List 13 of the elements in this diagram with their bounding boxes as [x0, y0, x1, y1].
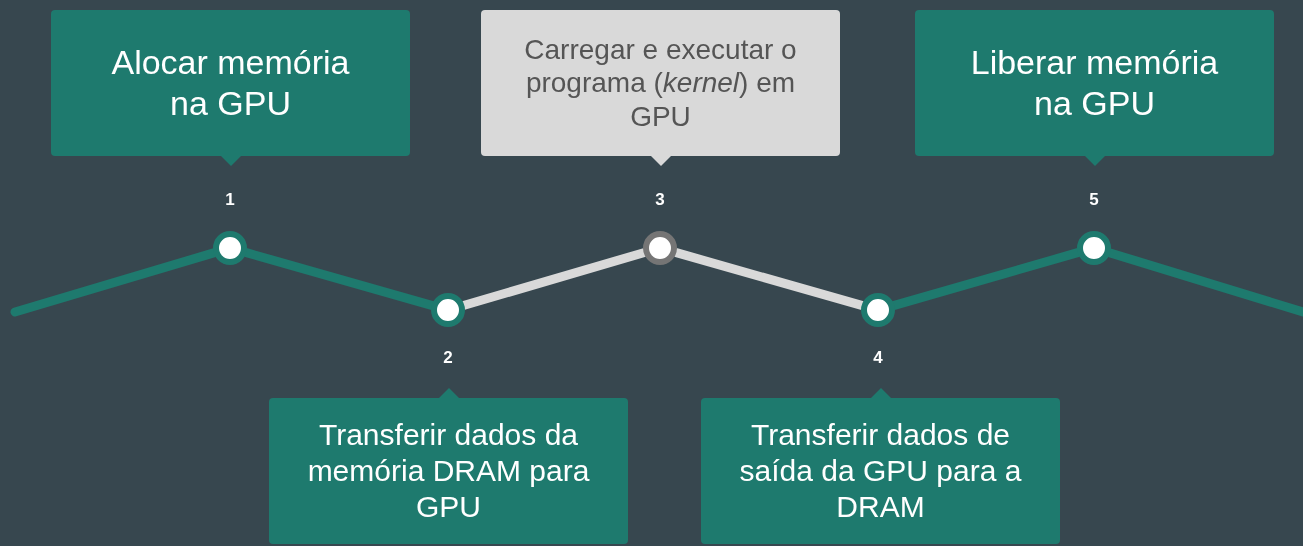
- step-number: 3: [654, 190, 666, 210]
- timeline-dot: [431, 293, 465, 327]
- step-number: 5: [1088, 190, 1100, 210]
- step-number: 2: [442, 348, 454, 368]
- timeline-dot: [643, 231, 677, 265]
- step-number: 1: [224, 190, 236, 210]
- step-text: Alocar memória na GPU: [110, 42, 351, 124]
- step-text: Carregar e executar o programa (kernel) em GPU: [523, 32, 798, 134]
- step-number: 4: [872, 348, 884, 368]
- step-text: Transferir dados da memória DRAM para GPU: [306, 417, 591, 525]
- step-text: Liberar memória na GPU: [969, 42, 1220, 124]
- timeline-dot: [861, 293, 895, 327]
- step-text: Transferir dados de saída da GPU para a DRAM: [738, 417, 1023, 525]
